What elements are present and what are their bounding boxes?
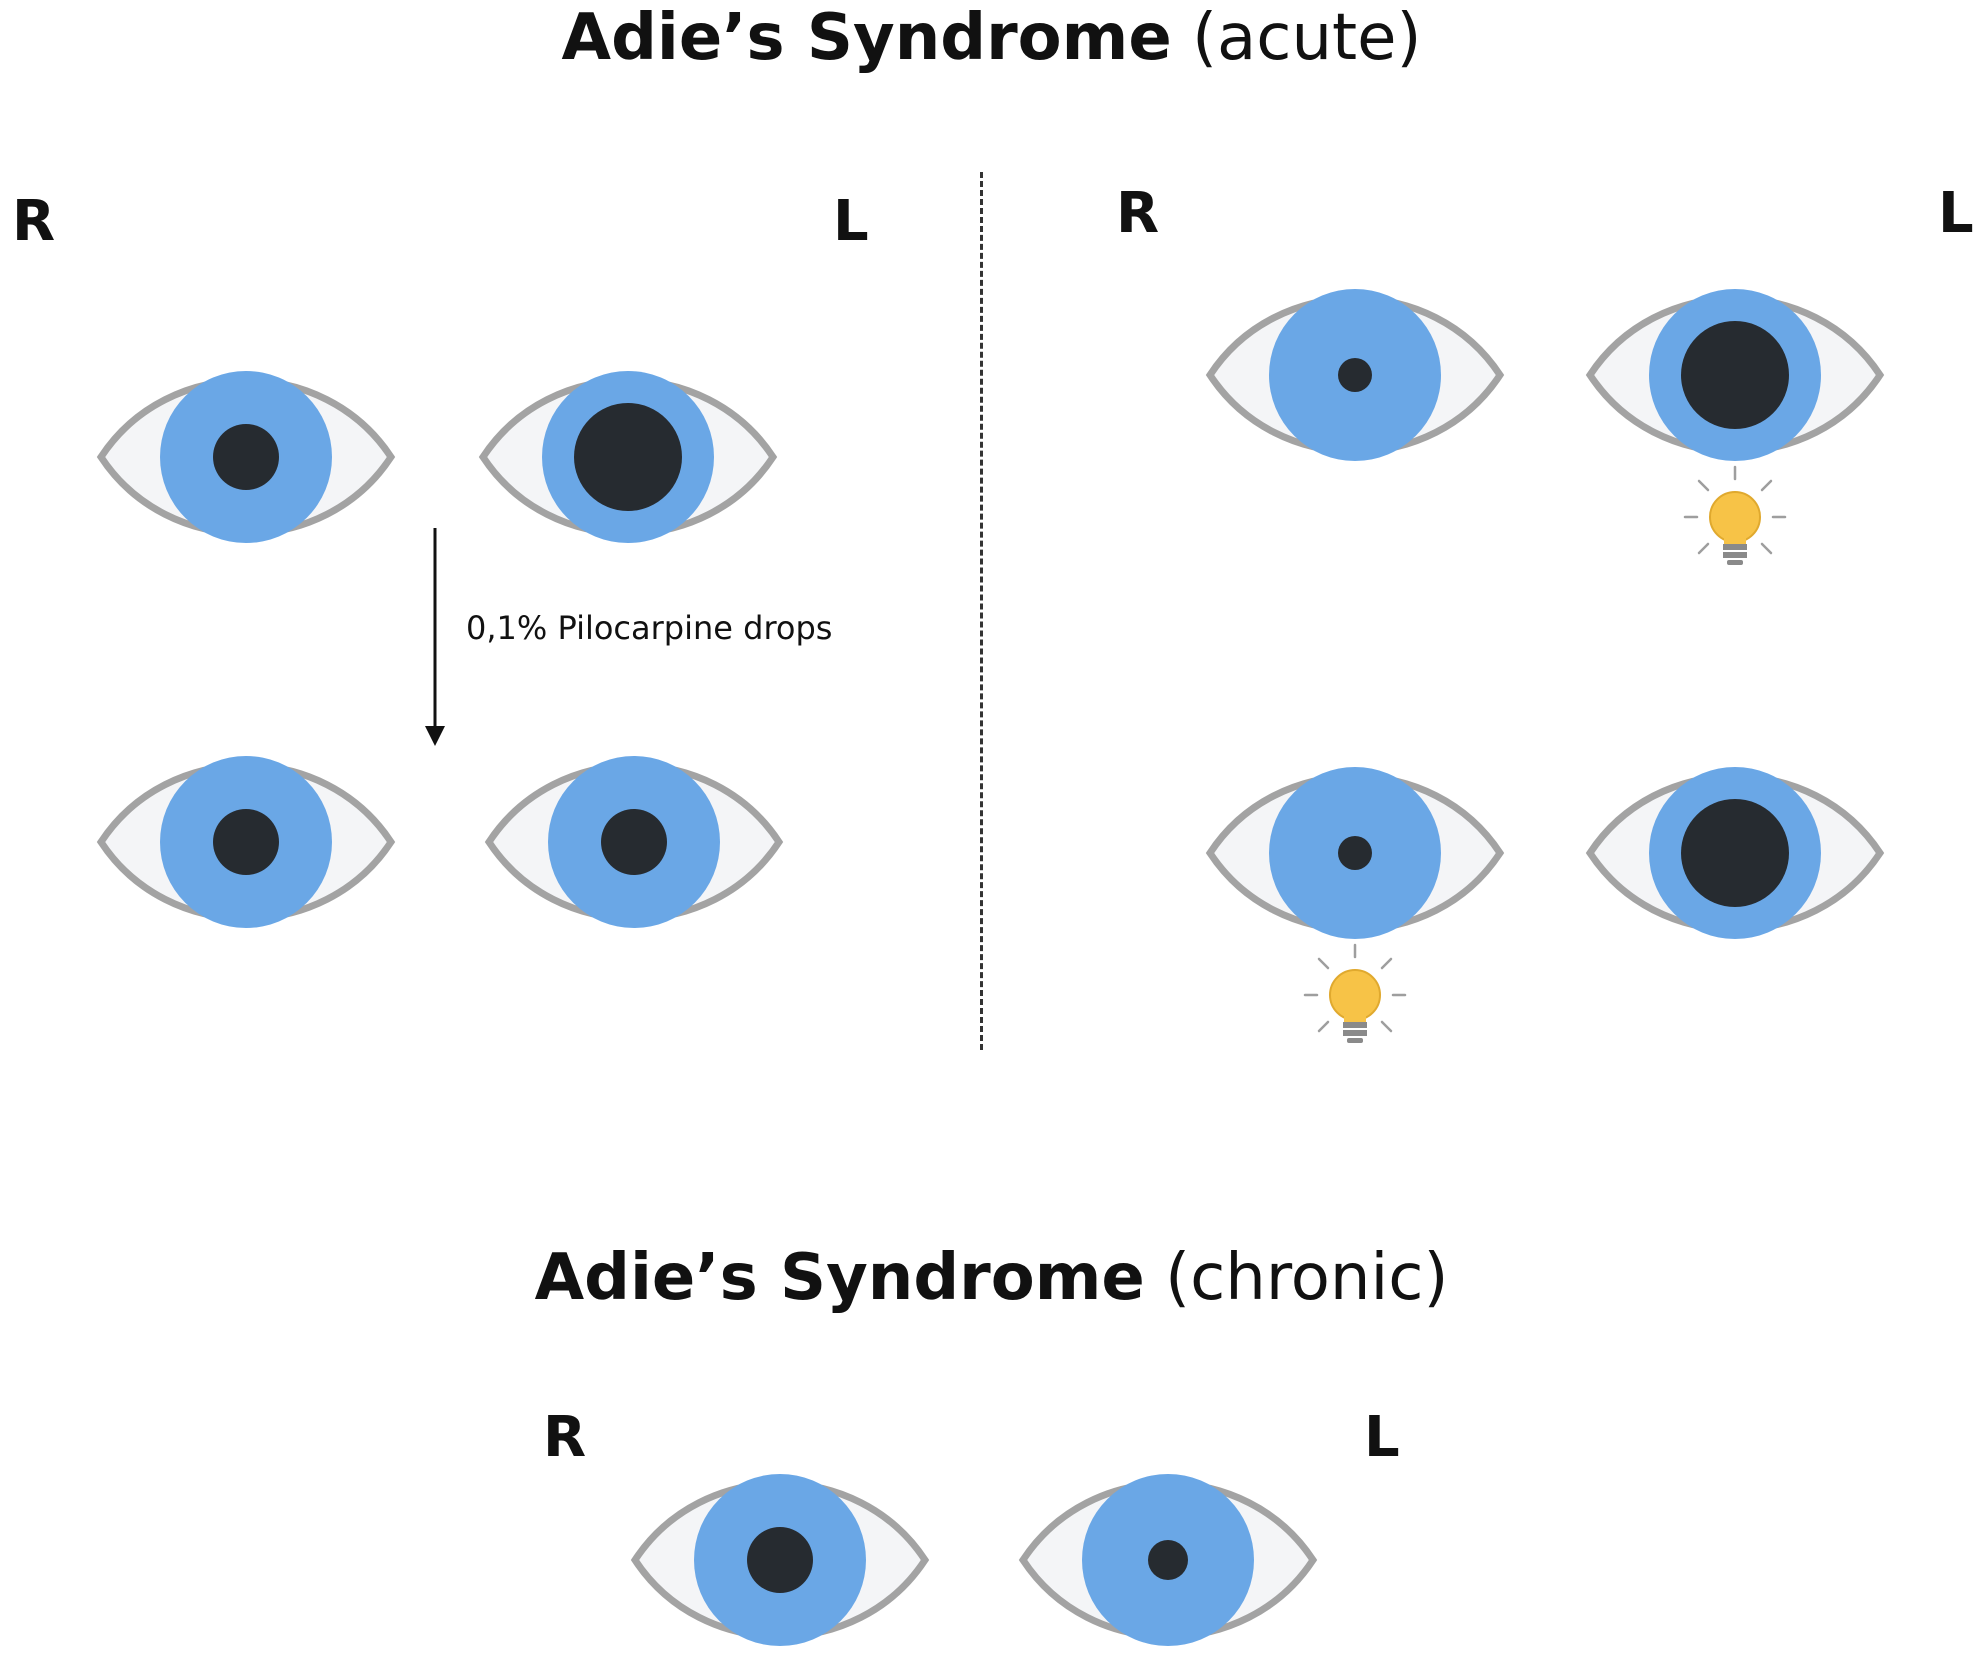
eye-icon-acute-right-before bbox=[96, 371, 396, 543]
eye-icon-chronic-left bbox=[1018, 1474, 1318, 1646]
acute-title: Adie’s Syndrome (acute) bbox=[0, 6, 1983, 70]
bulb-base-ring bbox=[1343, 1030, 1367, 1036]
eye-icon-acute-left-lit-left bbox=[1585, 289, 1885, 461]
bulb-glass bbox=[1329, 969, 1381, 1021]
light-ray bbox=[1380, 957, 1393, 970]
pilocarpine-annotation: 0,1% Pilocarpine drops bbox=[466, 609, 833, 647]
pupil bbox=[601, 809, 667, 875]
eye-icon-chronic-right bbox=[630, 1474, 930, 1646]
pupil bbox=[1681, 321, 1789, 429]
pupil bbox=[747, 1527, 813, 1593]
light-ray bbox=[1697, 479, 1710, 492]
light-ray bbox=[1760, 479, 1773, 492]
light-ray bbox=[1317, 1020, 1330, 1033]
chronic-left-label: L bbox=[1364, 1405, 1400, 1470]
light-bulb-icon-left-eye bbox=[1683, 465, 1787, 565]
acute-left-panel-left-label: L bbox=[833, 189, 869, 254]
pupil bbox=[1681, 799, 1789, 907]
bulb-tip bbox=[1347, 1038, 1363, 1043]
bulb-tip bbox=[1727, 560, 1743, 565]
pupil bbox=[574, 403, 682, 511]
acute-left-panel-right-label: R bbox=[12, 189, 56, 254]
acute-title-main: Adie’s Syndrome bbox=[561, 1, 1172, 75]
bulb-neck bbox=[1724, 538, 1746, 545]
eye-icon-acute-left-before bbox=[478, 371, 778, 543]
treatment-arrow bbox=[425, 528, 445, 746]
pupil bbox=[1338, 358, 1372, 392]
bulb-base-ring bbox=[1343, 1022, 1367, 1028]
pupil bbox=[213, 424, 279, 490]
eye-icon-acute-left-lit-right bbox=[1585, 767, 1885, 939]
pupil bbox=[1338, 836, 1372, 870]
light-ray bbox=[1380, 1020, 1393, 1033]
acute-right-panel-right-label: R bbox=[1116, 181, 1160, 246]
eye-icon-acute-left-after bbox=[484, 756, 784, 928]
eye-icon-acute-right-lit-left bbox=[1205, 289, 1505, 461]
bulb-neck bbox=[1344, 1016, 1366, 1023]
light-ray bbox=[1697, 542, 1710, 555]
light-ray bbox=[1317, 957, 1330, 970]
pupil bbox=[1148, 1540, 1188, 1580]
eye-icon-acute-right-lit-right bbox=[1205, 767, 1505, 939]
eye-icon-acute-right-after bbox=[96, 756, 396, 928]
bulb-base-ring bbox=[1723, 552, 1747, 558]
chronic-title-qualifier: (chronic) bbox=[1165, 1241, 1449, 1315]
light-ray bbox=[1760, 542, 1773, 555]
chronic-title-main: Adie’s Syndrome bbox=[534, 1241, 1145, 1315]
acute-title-qualifier: (acute) bbox=[1192, 1, 1422, 75]
acute-right-panel-left-label: L bbox=[1938, 181, 1974, 246]
chronic-right-label: R bbox=[543, 1405, 587, 1470]
panel-divider bbox=[980, 172, 983, 1050]
bulb-base-ring bbox=[1723, 544, 1747, 550]
light-bulb-icon-right-eye bbox=[1303, 943, 1407, 1043]
chronic-title: Adie’s Syndrome (chronic) bbox=[0, 1246, 1983, 1310]
bulb-glass bbox=[1709, 491, 1761, 543]
pupil bbox=[213, 809, 279, 875]
